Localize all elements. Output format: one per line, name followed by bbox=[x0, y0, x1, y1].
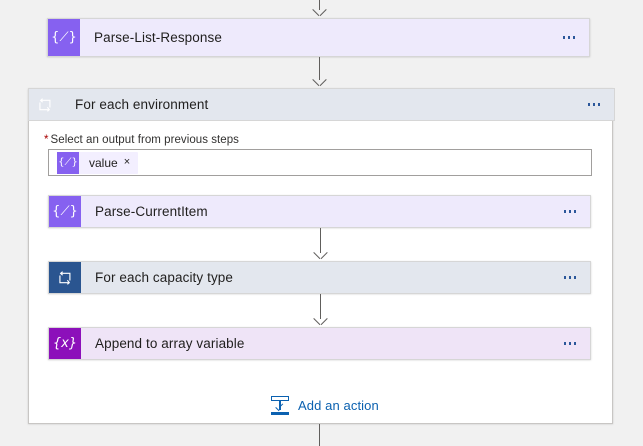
connector-line bbox=[318, 424, 320, 446]
connector-line bbox=[318, 57, 320, 80]
connector-arrowhead bbox=[313, 79, 326, 88]
json-parse-icon: {⟋} bbox=[48, 19, 80, 56]
variable-icon: {x} bbox=[49, 328, 81, 359]
menu-dot bbox=[573, 342, 577, 345]
add-action-icon-top-bar bbox=[271, 396, 289, 401]
menu-dot bbox=[567, 36, 571, 39]
menu-dot bbox=[573, 276, 577, 279]
token-label: value bbox=[89, 155, 118, 170]
json-parse-icon: {⟋} bbox=[49, 196, 81, 227]
connector-arrowhead bbox=[313, 9, 326, 18]
menu-dot bbox=[563, 342, 567, 345]
connector-capacity-to-append bbox=[310, 294, 330, 327]
action-card-for-each-capacity-type[interactable]: For each capacity type bbox=[48, 261, 591, 294]
scope-title: For each environment bbox=[75, 97, 209, 112]
connector-arrowhead bbox=[314, 318, 327, 327]
menu-dot bbox=[562, 36, 566, 39]
menu-dot bbox=[568, 276, 572, 279]
foreach-input-field[interactable]: {⟋} value × bbox=[48, 149, 592, 176]
json-parse-icon-glyph: {⟋} bbox=[52, 204, 78, 219]
action-card-title: Parse-CurrentItem bbox=[95, 204, 208, 219]
token-remove-button[interactable]: × bbox=[123, 156, 131, 168]
json-parse-icon-glyph: {⟋} bbox=[51, 30, 77, 45]
action-card-append-to-array-variable[interactable]: {x} Append to array variable bbox=[48, 327, 591, 360]
variable-icon-glyph: {x} bbox=[52, 336, 78, 351]
menu-dot bbox=[592, 103, 596, 106]
connector-line bbox=[318, 0, 320, 10]
scope-header-for-each-environment[interactable]: For each environment bbox=[28, 88, 615, 121]
json-parse-icon-glyph: {⟋} bbox=[58, 156, 78, 168]
menu-dot bbox=[563, 210, 567, 213]
menu-dot bbox=[572, 36, 576, 39]
action-card-title: Parse-List-Response bbox=[94, 30, 222, 45]
menu-dot bbox=[568, 342, 572, 345]
scope-for-each-environment: For each environment *Select an output f… bbox=[28, 88, 615, 424]
action-card-menu-button[interactable] bbox=[550, 328, 590, 359]
connector-currentitem-to-capacity bbox=[310, 228, 330, 261]
menu-dot bbox=[573, 210, 577, 213]
connector-parse-to-foreach bbox=[309, 57, 329, 88]
menu-dot bbox=[587, 103, 591, 106]
add-an-action-label: Add an action bbox=[298, 397, 379, 413]
loop-icon bbox=[49, 262, 81, 293]
required-marker: * bbox=[44, 134, 49, 146]
action-card-parse-list-response[interactable]: {⟋} Parse-List-Response bbox=[47, 18, 590, 57]
action-card-menu-button[interactable] bbox=[550, 196, 590, 227]
add-action-icon bbox=[270, 395, 290, 415]
connector-line bbox=[319, 228, 321, 253]
action-card-parse-currentitem[interactable]: {⟋} Parse-CurrentItem bbox=[48, 195, 591, 228]
menu-dot bbox=[597, 103, 601, 106]
add-action-icon-bottom-bar bbox=[271, 411, 289, 415]
menu-dot bbox=[563, 276, 567, 279]
token-chip-value[interactable]: {⟋} value × bbox=[57, 151, 139, 174]
scope-menu-button[interactable] bbox=[574, 89, 614, 120]
action-card-title: For each capacity type bbox=[95, 270, 234, 285]
connector-top bbox=[309, 0, 329, 18]
json-parse-icon: {⟋} bbox=[57, 151, 79, 174]
foreach-input-label-text: Select an output from previous steps bbox=[50, 134, 239, 146]
action-card-menu-button[interactable] bbox=[549, 19, 589, 56]
connector-line bbox=[319, 294, 321, 319]
action-card-menu-button[interactable] bbox=[550, 262, 590, 293]
menu-dot bbox=[568, 210, 572, 213]
add-an-action-button[interactable]: Add an action bbox=[270, 395, 379, 415]
loop-icon bbox=[29, 89, 61, 120]
connector-arrowhead bbox=[314, 252, 327, 261]
connector-bottom bbox=[309, 424, 329, 446]
foreach-input-label: *Select an output from previous steps bbox=[44, 134, 239, 146]
action-card-title: Append to array variable bbox=[95, 336, 245, 351]
